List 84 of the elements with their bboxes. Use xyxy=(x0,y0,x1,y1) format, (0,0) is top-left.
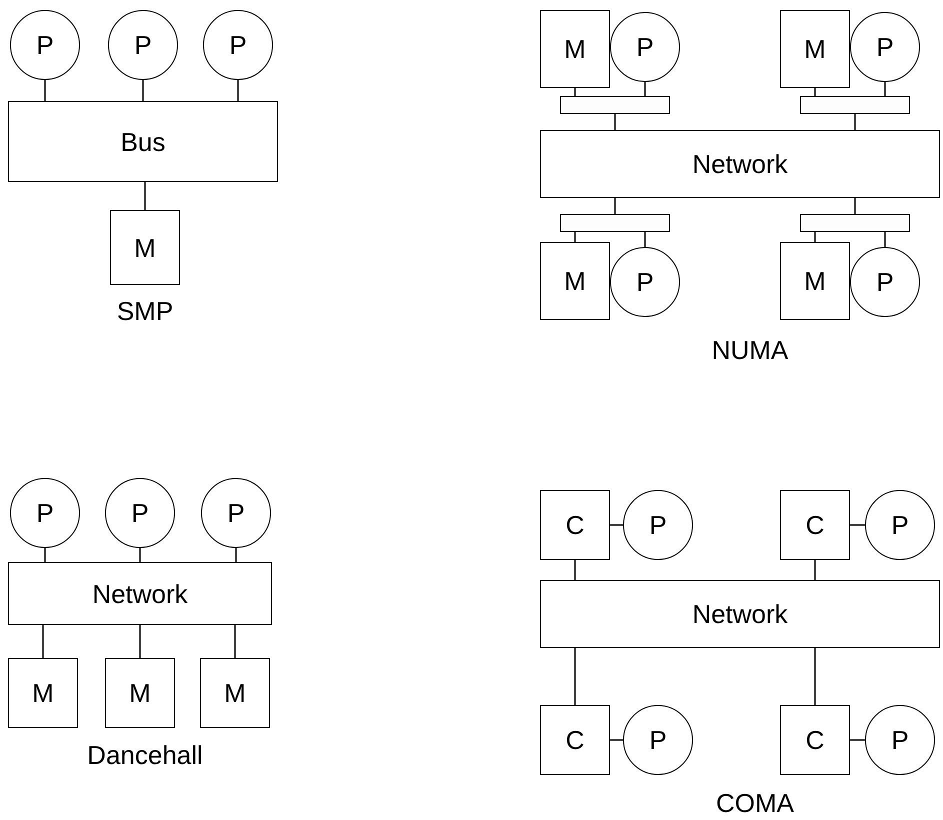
connector-line xyxy=(139,625,141,658)
box-node xyxy=(105,658,175,728)
node-label: Network xyxy=(692,601,788,627)
connector-line xyxy=(614,114,616,130)
connector-bar xyxy=(560,96,670,114)
node-label: M xyxy=(804,36,826,62)
diagram-caption: NUMA xyxy=(712,337,788,363)
box-node xyxy=(8,101,278,182)
connector-line xyxy=(884,232,886,247)
connector-line xyxy=(884,82,886,96)
box-node xyxy=(540,580,940,648)
connector-line xyxy=(854,114,856,130)
node-label: M xyxy=(224,680,246,706)
connector-line xyxy=(42,625,44,658)
connector-line xyxy=(574,232,576,242)
node-label: P xyxy=(227,500,245,526)
node-label: P xyxy=(876,34,894,60)
node-label: P xyxy=(636,269,654,295)
connector-line xyxy=(235,548,237,562)
connector-line xyxy=(610,739,623,741)
box-node xyxy=(200,658,270,728)
box-node xyxy=(780,490,850,560)
connector-line xyxy=(44,548,46,562)
node-label: P xyxy=(891,727,909,753)
connector-line xyxy=(237,80,239,101)
connector-line xyxy=(144,182,146,210)
node-label: M xyxy=(32,680,54,706)
connector-line xyxy=(142,80,144,101)
connector-bar xyxy=(800,96,910,114)
connector-line xyxy=(814,560,816,580)
node-label: C xyxy=(806,512,824,538)
diagram-caption: COMA xyxy=(716,790,794,816)
node-label: M xyxy=(564,268,586,294)
node-label: P xyxy=(891,512,909,538)
node-label: P xyxy=(636,34,654,60)
connector-line xyxy=(610,524,623,526)
box-node xyxy=(780,10,850,88)
node-label: C xyxy=(566,727,584,753)
node-label: P xyxy=(36,500,54,526)
box-node xyxy=(8,658,78,728)
node-label: P xyxy=(229,32,247,58)
box-node xyxy=(540,490,610,560)
connector-line xyxy=(44,80,46,101)
box-node xyxy=(780,242,850,320)
connector-line xyxy=(574,88,576,96)
connector-line xyxy=(139,548,141,562)
connector-line xyxy=(814,88,816,96)
connector-line xyxy=(574,560,576,580)
node-label: M xyxy=(564,36,586,62)
connector-line xyxy=(574,648,576,705)
diagram-caption: Dancehall xyxy=(87,742,203,768)
node-label: M xyxy=(134,234,156,260)
box-node xyxy=(780,705,850,775)
connector-line xyxy=(814,232,816,242)
box-node xyxy=(110,210,180,285)
node-label: C xyxy=(806,727,824,753)
box-node xyxy=(540,242,610,320)
node-label: Bus xyxy=(120,128,166,154)
connector-line xyxy=(854,198,856,214)
box-node xyxy=(540,705,610,775)
box-node xyxy=(8,562,272,625)
connector-line xyxy=(614,198,616,214)
connector-line xyxy=(814,648,816,705)
node-label: M xyxy=(129,680,151,706)
node-label: P xyxy=(876,269,894,295)
connector-line xyxy=(644,232,646,247)
node-label: Network xyxy=(92,580,188,606)
connector-bar xyxy=(800,214,910,232)
diagram-caption: SMP xyxy=(116,298,174,324)
connector-bar xyxy=(560,214,670,232)
connector-line xyxy=(850,739,865,741)
connector-line xyxy=(644,82,646,96)
node-label: P xyxy=(649,727,667,753)
node-label: P xyxy=(131,500,149,526)
node-label: P xyxy=(36,32,54,58)
box-node xyxy=(540,10,610,88)
node-label: Network xyxy=(692,151,788,177)
box-node xyxy=(540,130,940,198)
node-label: C xyxy=(566,512,584,538)
node-label: P xyxy=(134,32,152,58)
connector-line xyxy=(850,524,865,526)
node-label: M xyxy=(804,268,826,294)
node-label: P xyxy=(649,512,667,538)
connector-line xyxy=(234,625,236,658)
